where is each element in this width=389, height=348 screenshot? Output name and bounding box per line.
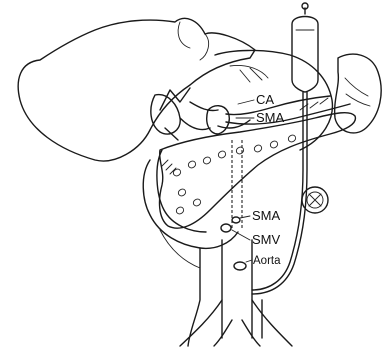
iliac-bifurcation bbox=[180, 300, 292, 346]
label-ca: CA bbox=[256, 92, 274, 107]
label-smv: SMV bbox=[252, 232, 281, 247]
duodenum bbox=[143, 150, 238, 248]
label-aorta: Aorta bbox=[253, 255, 281, 267]
label-sma-lower: SMA bbox=[252, 208, 281, 223]
spleen bbox=[335, 54, 382, 133]
catheter-reservoir bbox=[292, 3, 318, 92]
label-sma-upper: SMA bbox=[256, 110, 285, 125]
label-group: CA SMA SMA SMV Aorta bbox=[232, 92, 285, 267]
hepatic-vessels bbox=[160, 88, 218, 140]
liver bbox=[18, 18, 255, 161]
